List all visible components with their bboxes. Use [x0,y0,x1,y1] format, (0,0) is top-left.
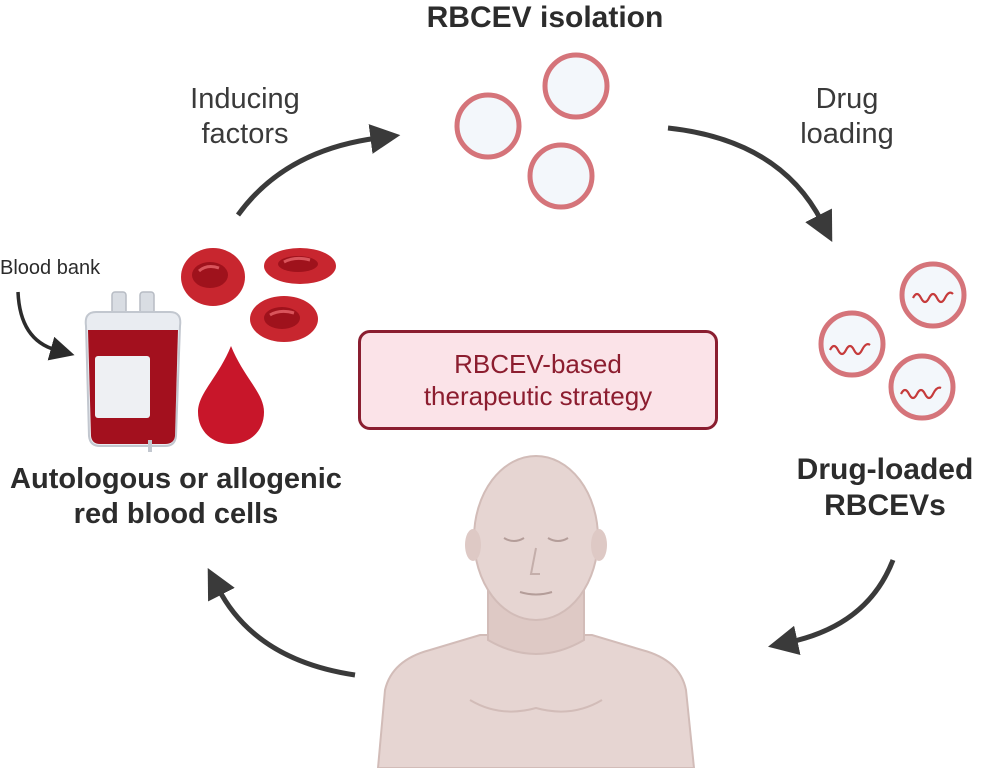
strategy-line1: RBCEV-based [454,348,622,379]
drug-loading-line2: loading [800,117,894,150]
arrow-patient-to-rbc [207,567,356,678]
arrow-blood-bank [16,291,75,361]
drug-loaded-vesicle-icon [899,261,967,329]
drug-loaded-line2: RBCEVs [824,489,946,522]
rbcev-isolation-label: RBCEV isolation [400,0,690,36]
blood-bank-label: Blood bank [0,256,140,280]
inducing-factors-line2: factors [201,117,289,150]
source-cells-label: Autologous or allogenic red blood cells [0,462,352,532]
arrow-loaded-to-patient [768,559,896,656]
blood-bank-text: Blood bank [0,257,101,279]
rbcev-isolation-text: RBCEV isolation [426,1,664,34]
red-blood-cell-icon [181,248,245,306]
inducing-factors-label: Inducing factors [160,82,330,152]
vesicle-icon [542,52,610,120]
arrow-rbc-to-isolation [235,124,401,217]
drug-loading-line1: Drug [815,83,879,115]
drug-loading-label: Drug loading [772,82,922,152]
strategy-line2: therapeutic strategy [423,381,653,411]
arrow-isolation-to-loading [667,125,833,243]
drug-loaded-line1: Drug-loaded [796,453,974,486]
human-figure-icon [376,455,696,768]
vesicle-icon [454,92,522,160]
source-cells-line1: Autologous or allogenic [10,463,342,495]
drug-loaded-vesicle-icon [888,353,956,421]
red-blood-cell-icon [250,296,318,342]
drug-loaded-vesicle-icon [818,310,886,378]
blood-bag-icon [84,291,182,452]
inducing-factors-line1: Inducing [190,83,300,115]
therapeutic-strategy-box: RBCEV-based therapeutic strategy [358,330,718,430]
red-blood-cell-icon [264,248,336,284]
source-cells-line2: red blood cells [73,497,279,530]
drug-loaded-label: Drug-loaded RBCEVs [790,452,980,524]
blood-drop-icon [198,346,264,444]
vesicle-icon [527,142,595,210]
